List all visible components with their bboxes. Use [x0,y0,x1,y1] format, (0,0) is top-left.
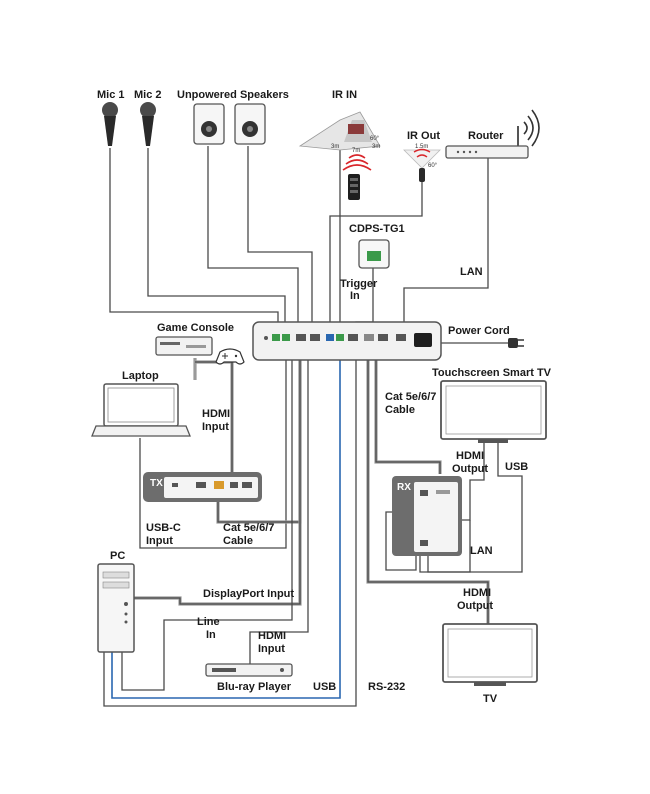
mic1-label: Mic 1 [97,89,125,101]
mic2-cable [147,148,286,330]
lan-rx-label: LAN [470,545,493,557]
game-console-label: Game Console [157,322,234,334]
line-in-label-line2: In [206,629,216,641]
line-in-cable [121,358,293,691]
rx-link-cable [385,511,417,571]
displayport-input-label: DisplayPort Input [203,588,294,600]
tx-badge: TX [150,478,163,489]
ir-out-dist-label: 1.5m [415,144,428,150]
cat-cable-main-label-line1: Cat 5e/6/7 [385,391,436,403]
pc-label: PC [110,550,125,562]
hdmi-output-rx-label-line2: Output [452,463,488,475]
router-lan-cable [403,158,489,330]
mic-2 [140,102,156,146]
ir-dist-right-label: 3m [372,144,380,150]
tv-label: TV [483,693,498,705]
gamepad-icon [215,348,245,365]
hdmi-output-tv-label-line1: HDMI [463,587,491,599]
router [445,109,540,159]
touchscreen-smart-tv [440,380,547,443]
speaker-right [234,103,266,145]
laptop-usbc-cable [139,358,287,549]
main-switcher [252,321,442,361]
hdmi-input-game-label-line1: HDMI [202,408,230,420]
usbc-input-label-line2: Input [146,535,173,547]
ir-emitter [403,148,441,182]
speaker-right-cable [247,146,313,330]
ir-out-cable [329,182,423,330]
hdmi-input-bluray-label-line2: Input [258,643,285,655]
rx-hdmi-output-cable [460,440,485,521]
bluray-player [205,663,293,677]
ir-out-angle-label: 60° [428,163,438,169]
bluray-hdmi-cable [249,358,309,664]
cat-cable-tx-label-line1: Cat 5e/6/7 [223,522,274,534]
cat-cable-main-label-line2: Cable [385,404,415,416]
cdps-tg1-label: CDPS-TG1 [349,223,405,235]
main-cat-cable-core [375,358,441,474]
touchscreen-tv-label: Touchscreen Smart TV [432,367,552,379]
ir-receiver [298,111,381,171]
rx-lan-cable [427,520,471,573]
usbc-input-label-line1: USB-C [146,522,181,534]
rx-badge: RX [397,482,411,493]
hdmi-output-tv-label-line2: Output [457,600,493,612]
rs232-label: RS-232 [368,681,405,693]
rs232-cable [103,358,357,707]
trigger-in-label-line1: Trigger [340,278,378,290]
mic2-label: Mic 2 [134,89,162,101]
cdps-tg1-trigger [358,239,390,269]
ir-in-label: IR IN [332,89,357,101]
touchscreen-usb-cable [419,440,523,573]
ir-dist-left-label: 3m [331,144,339,150]
usb-bottom-label: USB [313,681,336,693]
router-label: Router [468,130,504,142]
laptop [91,383,191,437]
displayport-cable-core [133,358,301,605]
hdmi-input-game-label-line2: Input [202,421,229,433]
ir-out-label: IR Out [407,130,440,142]
ir-angle-label: 60° [370,136,380,142]
line-in-label-line1: Line [197,616,220,628]
game-console [155,336,213,356]
lan-router-label: LAN [460,266,483,278]
speaker-left [193,103,225,145]
main-cat-cable [374,358,442,474]
speaker-left-cable [207,146,299,330]
trigger-in-label-line2: In [350,290,360,302]
tv [442,623,538,686]
tx-module [143,472,262,502]
cat-cable-tx-label-line2: Cable [223,535,253,547]
ir-dist-mid-label: 7m [352,148,360,154]
usb-right-label: USB [505,461,528,473]
unpowered-speakers-label: Unpowered Speakers [177,89,289,101]
mic-1 [102,102,118,146]
usb-cable [111,358,341,699]
hdmi-output-rx-label-line1: HDMI [456,450,484,462]
mic1-cable [109,148,279,330]
bluray-player-label: Blu-ray Player [217,681,292,693]
laptop-label: Laptop [122,370,159,382]
hdmi-input-bluray-label-line1: HDMI [258,630,286,642]
labels: Mic 1 Mic 2 Unpowered Speakers IR IN IR … [97,89,552,705]
pc-tower [97,563,135,653]
power-cord-label: Power Cord [448,325,510,337]
ir-remote [348,174,360,200]
tv-hdmi-cable-core [367,358,489,624]
cables [103,146,523,707]
power-plug-icon [508,338,524,348]
rx-module [392,476,462,556]
